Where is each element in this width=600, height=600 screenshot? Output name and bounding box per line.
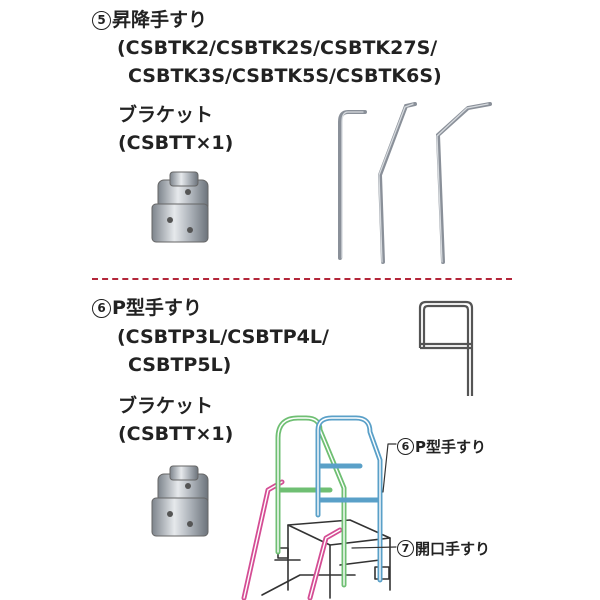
section-divider — [92, 278, 512, 280]
section5-title-text: 昇降手すり — [112, 9, 208, 31]
section6-number: 6 — [92, 299, 111, 318]
handrail-straight-image — [338, 110, 367, 260]
section6-bracket-label: ブラケット — [118, 395, 214, 417]
callout6-text: P型手すり — [415, 438, 486, 456]
bracket-image-bottom — [151, 465, 209, 537]
section5-models-line1: (CSBTK2/CSBTK2S/CSBTK27S/ — [117, 37, 438, 59]
stair-assembly-diagram — [241, 415, 397, 600]
p-handrail-image — [418, 300, 474, 396]
callout7-number: 7 — [397, 540, 414, 557]
handrail-angled-image — [435, 102, 492, 264]
section6-models-line2: CSBTP5L) — [128, 354, 232, 376]
callout6-number: 6 — [397, 438, 414, 455]
section5-bracket-model: (CSBTT×1) — [118, 132, 234, 154]
callout7-text: 開口手すり — [415, 540, 491, 558]
bracket-image-top — [151, 171, 209, 243]
handrail-bent-image — [377, 102, 417, 264]
section6-title-text: P型手すり — [112, 297, 202, 319]
section6-bracket-model: (CSBTT×1) — [118, 423, 234, 445]
section5-bracket-label: ブラケット — [118, 104, 214, 126]
section5-models-line2: CSBTK3S/CSBTK5S/CSBTK6S) — [128, 65, 442, 87]
section6-models-line1: (CSBTP3L/CSBTP4L/ — [117, 326, 329, 348]
section5-number: 5 — [92, 11, 111, 30]
